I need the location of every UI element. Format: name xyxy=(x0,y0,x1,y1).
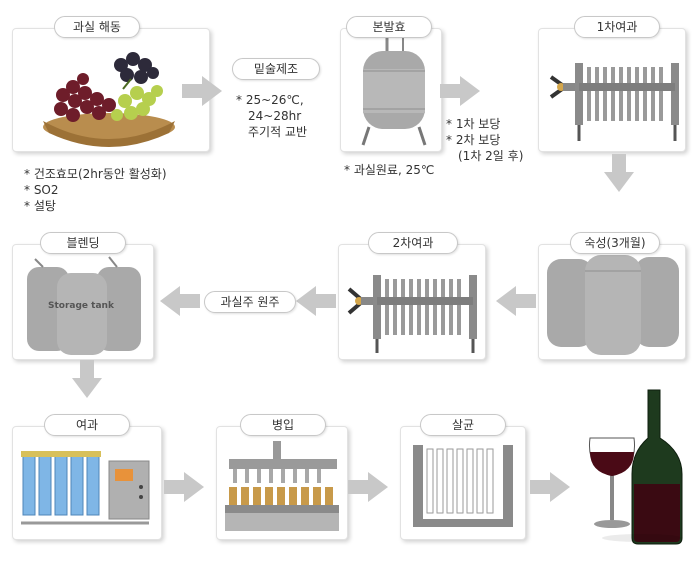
fermentation-tank-image xyxy=(361,35,427,146)
step-main-ferment-box xyxy=(340,28,442,152)
step-aging-label: 숙성(3개월) xyxy=(570,232,660,254)
first-filter-note-sugar1: * 1차 보당 xyxy=(446,117,501,131)
first-filter-note-timing: (1차 2일 후) xyxy=(458,149,524,163)
arrow-right-5 xyxy=(530,472,570,502)
bottling-machine-image xyxy=(225,441,339,531)
arrow-left-2 xyxy=(296,286,336,316)
filter-press-image-1 xyxy=(549,63,679,141)
step-sterilize-box xyxy=(400,426,526,540)
arrow-right-3 xyxy=(164,472,204,502)
step-bottling-label: 병입 xyxy=(240,414,326,436)
step-sterilize-label: 살균 xyxy=(420,414,506,436)
arrow-right-1 xyxy=(182,76,222,106)
step-fruit-thaw-box xyxy=(12,28,210,152)
mash-note-stir: 주기적 교반 xyxy=(248,125,308,139)
fruit-thaw-note-so2: * SO2 xyxy=(24,183,59,197)
step-aging-box xyxy=(538,244,686,360)
first-filter-note-sugar2: * 2차 보당 xyxy=(446,133,501,147)
step-first-filter-box xyxy=(538,28,686,152)
filter-press-image-2 xyxy=(347,275,477,353)
step-blending-box xyxy=(12,244,154,360)
mash-note-temp: * 25~26℃, xyxy=(236,93,304,107)
fruit-thaw-note-yeast: * 건조효모(2hr동안 활성화) xyxy=(24,167,167,181)
step-main-ferment-label: 본발효 xyxy=(346,16,432,38)
wine-bottle-glass-image xyxy=(588,389,683,545)
step-first-filter-label: 1차여과 xyxy=(574,16,660,38)
arrow-right-2 xyxy=(440,76,480,106)
arrow-down-1 xyxy=(604,154,634,192)
fruit-thaw-note-sugar: * 설탕 xyxy=(24,199,56,213)
step-fruit-thaw-label: 과실 해동 xyxy=(54,16,140,38)
step-second-filter-box xyxy=(338,244,486,360)
mash-note-time: 24~28hr xyxy=(248,109,302,123)
step-raw-wine-label: 과실주 원주 xyxy=(204,291,296,313)
step-mash-label: 밑술제조 xyxy=(232,58,320,80)
sterilizer-image xyxy=(413,445,513,527)
step-filter-label: 여과 xyxy=(44,414,130,436)
arrow-down-2 xyxy=(72,360,102,398)
aging-tanks-image xyxy=(547,255,679,355)
storage-tank-text: Storage tank xyxy=(48,301,114,311)
step-filter-box xyxy=(12,426,162,540)
grape-basket-image xyxy=(43,52,175,147)
step-blending-label: 블렌딩 xyxy=(40,232,126,254)
step-second-filter-label: 2차여과 xyxy=(368,232,458,254)
arrow-left-1 xyxy=(496,286,536,316)
arrow-left-3 xyxy=(160,286,200,316)
main-ferment-note: * 과실원료, 25℃ xyxy=(344,163,435,177)
arrow-right-4 xyxy=(348,472,388,502)
storage-tanks-image xyxy=(27,256,141,355)
step-bottling-box xyxy=(216,426,348,540)
filtration-unit-image xyxy=(21,451,150,525)
